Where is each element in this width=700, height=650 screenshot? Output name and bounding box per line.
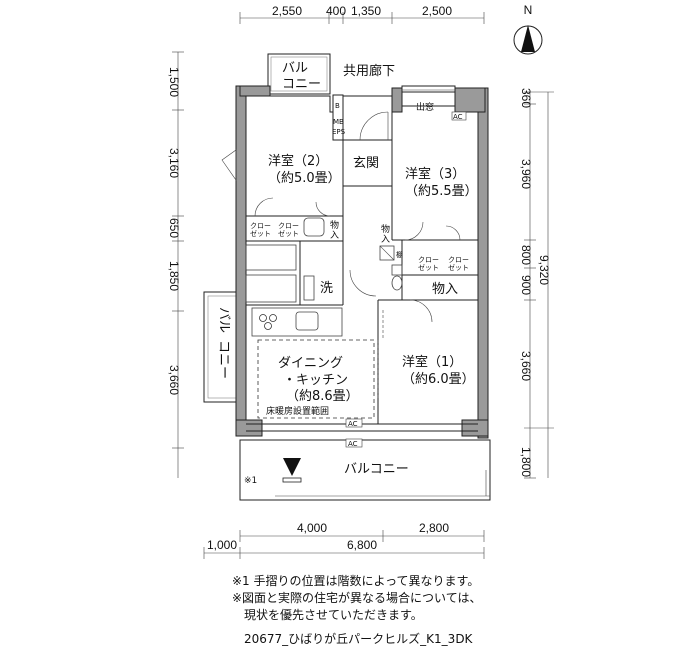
balcony-bottom-label: バルコニー <box>344 462 409 477</box>
dim-left-4: 1,850 <box>167 261 181 291</box>
balcony-top-label-1: バル <box>282 61 308 76</box>
storage1-label-b: 入 <box>330 230 339 241</box>
dim-left-3: 650 <box>167 218 181 238</box>
dim-left-2: 3,160 <box>167 148 181 178</box>
bay-window-label: 出窓 <box>416 101 434 113</box>
dim-right-4: 900 <box>519 275 533 295</box>
kitchen-counter <box>251 307 343 337</box>
wash-label: 洗 <box>320 281 333 296</box>
ac-label-1: AC <box>348 420 358 428</box>
dimension-left: 1,500 3,160 650 1,850 3,660 <box>167 51 184 478</box>
dim-top-1: 2,550 <box>272 4 302 18</box>
note-line-1: ※1 手摺りの位置は階数によって異なります。 <box>232 574 480 588</box>
closet1-label-b: ゼット <box>250 229 271 238</box>
shoe-cabinet: 棚 <box>379 245 403 261</box>
dimension-top: 2,550 400 1,350 2,500 <box>239 4 485 24</box>
dim-bottom-1: 4,000 <box>297 521 327 535</box>
mb-eps: B MB EPS <box>332 94 346 141</box>
dim-bottom-3: 1,000 <box>207 538 237 552</box>
floor-heating-area <box>257 339 375 419</box>
b-label: B <box>335 102 340 110</box>
dim-bottom-2: 2,800 <box>419 521 449 535</box>
western1-area: （約6.0畳） <box>402 372 475 387</box>
balcony-side-label-2: コニー <box>216 340 231 379</box>
dining-label-2: ・キッチン <box>283 373 348 388</box>
drain-marker-icon <box>283 458 301 476</box>
western1-label: 洋室（1） <box>402 354 462 370</box>
ac-label-3: AC <box>453 113 463 121</box>
note-marker: ※1 <box>244 476 257 486</box>
dim-right-1: 360 <box>519 88 533 108</box>
dining-label-1: ダイニング <box>278 356 343 371</box>
floor-heating-label: 床暖房設置範囲 <box>266 405 329 417</box>
balcony-bottom: バルコニー ※1 <box>239 439 491 501</box>
closet4-label-a: クロー <box>448 256 469 264</box>
dim-top-3: 1,350 <box>351 4 381 18</box>
dim-left-1: 1,500 <box>167 67 181 97</box>
shoe-label: 棚 <box>396 250 403 259</box>
western3-area: （約5.5畳） <box>405 184 478 199</box>
note-line-2: ※図面と実際の住宅が異なる場合については、 <box>232 591 482 605</box>
file-name: 20677_ひばりが丘パークヒルズ_K1_3DK <box>244 632 473 646</box>
ac-label-2: AC <box>348 440 358 448</box>
closet2-label-a: クロー <box>278 222 299 230</box>
dimension-bottom: 4,000 2,800 1,000 6,800 <box>203 521 485 559</box>
dim-right-5: 3,660 <box>519 351 533 381</box>
genkan-label: 玄関 <box>353 156 379 171</box>
storage1-label-a: 物 <box>330 219 339 231</box>
dim-left-5: 3,660 <box>167 365 181 395</box>
mb-label: MB <box>333 118 344 126</box>
dim-right-6: 1,800 <box>519 447 533 477</box>
stove-icon <box>259 314 277 330</box>
balcony-top: バル コニー <box>267 53 331 95</box>
storage3-label: 物入 <box>432 282 458 297</box>
dim-bottom-4: 6,800 <box>347 538 377 552</box>
western2-label: 洋室（2） <box>268 153 328 169</box>
closet4-label-b: ゼット <box>448 263 469 272</box>
dim-top-2: 400 <box>326 4 346 18</box>
compass-label: N <box>524 3 533 17</box>
closet1-label-a: クロー <box>250 222 271 230</box>
toilet-icon <box>391 264 403 291</box>
closet2-label-b: ゼット <box>278 229 299 238</box>
storage2-label-b: 入 <box>381 234 390 245</box>
dim-right-3: 800 <box>519 245 533 265</box>
closet3-label-a: クロー <box>418 256 439 264</box>
dining-area: （約8.6畳） <box>286 389 359 404</box>
north-compass-icon: N <box>513 3 543 55</box>
storage2-label-a: 物 <box>381 223 390 235</box>
western3-label: 洋室（3） <box>405 166 465 182</box>
corridor-label: 共用廊下 <box>343 63 395 79</box>
door-swings <box>221 111 461 323</box>
dimension-right: 360 3,960 800 900 3,660 1,800 9,320 <box>519 88 554 479</box>
dim-top-4: 2,500 <box>422 4 452 18</box>
bay-window: 出窓 <box>401 85 456 113</box>
eps-label: EPS <box>332 128 346 136</box>
sink-icon <box>303 217 325 237</box>
balcony-side: バル コニー <box>203 291 241 403</box>
closet3-label-b: ゼット <box>418 263 439 272</box>
note-line-3: 現状を優先させていただきます。 <box>232 608 423 622</box>
dim-right-2: 3,960 <box>519 159 533 189</box>
balcony-side-label-1: バル <box>216 307 231 333</box>
balcony-top-label-2: コニー <box>282 77 321 92</box>
western2-area: （約5.0畳） <box>268 171 341 186</box>
dim-right-total: 9,320 <box>537 255 551 285</box>
